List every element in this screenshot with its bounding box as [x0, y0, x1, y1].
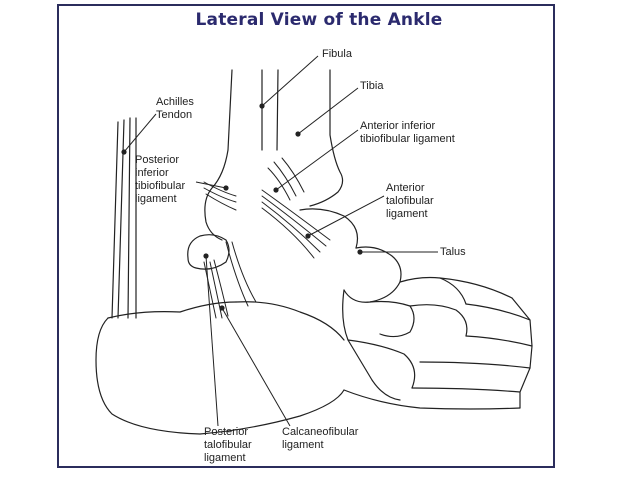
label-tibia: Tibia: [360, 80, 384, 92]
tibia-bone: [276, 69, 279, 151]
posterior-ligament-fibers: [203, 181, 257, 319]
label-achilles-tendon: Achilles Tendon: [156, 96, 194, 121]
label-anterior-talofibular-ligament: Anterior talofibular ligament: [386, 182, 434, 220]
talus-bone: [343, 246, 402, 303]
calcaneus-bone: [95, 317, 345, 435]
label-posterior-talofibular-ligament: Posterior talofibular ligament: [204, 426, 252, 464]
label-fibula: Fibula: [322, 48, 352, 60]
label-talus: Talus: [440, 246, 466, 258]
anterior-ligament-fibers: [261, 157, 331, 259]
metatarsals: [439, 277, 513, 299]
achilles-tendon: [111, 121, 119, 319]
label-posterior-inferior-tibiofibular-ligament: Posterior inferior tibiofibular ligament: [135, 154, 186, 205]
label-calcaneofibular-ligament: Calcaneofibular ligament: [282, 426, 359, 451]
label-anterior-inferior-tibiofibular-ligament: Anterior inferior tibiofibular ligament: [360, 120, 455, 145]
fibula-bone: [204, 69, 233, 241]
diagram-title: Lateral View of the Ankle: [195, 10, 443, 30]
